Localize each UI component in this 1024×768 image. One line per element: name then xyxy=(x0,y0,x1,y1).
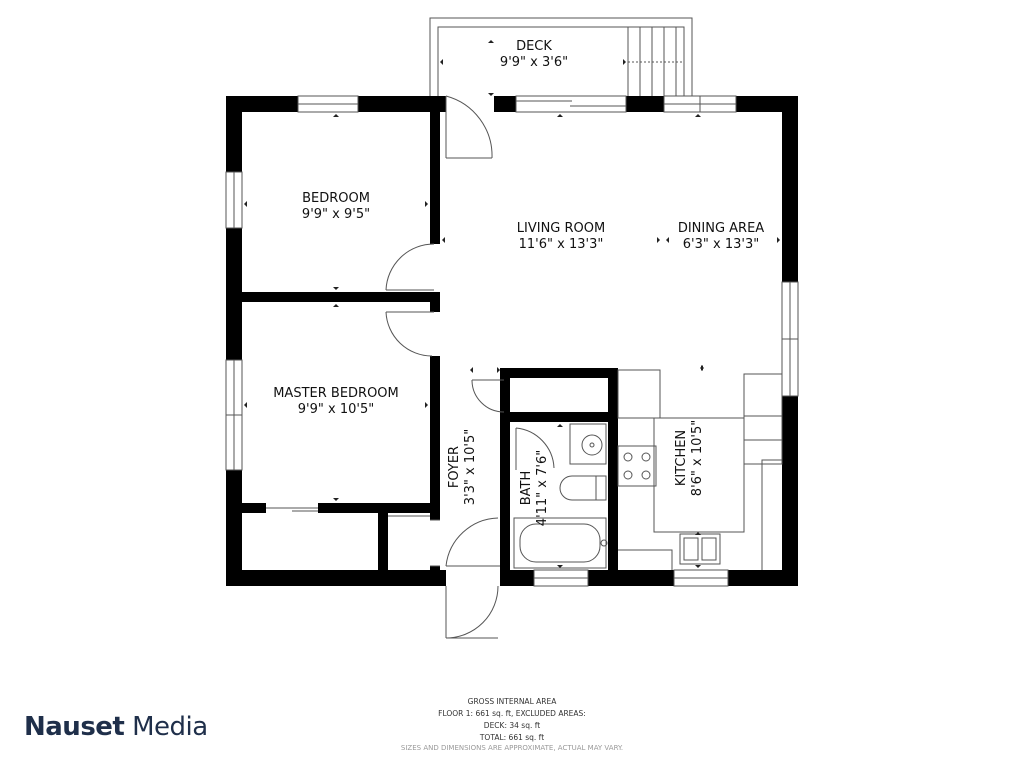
brand-name-bold: Nauset xyxy=(24,712,125,742)
exterior-walls xyxy=(226,96,798,586)
bedroom-label: BEDROOM xyxy=(302,191,370,206)
brand-logo: Nauset Media xyxy=(24,712,208,742)
disclaimer: SIZES AND DIMENSIONS ARE APPROXIMATE, AC… xyxy=(401,744,623,752)
closets xyxy=(388,515,440,567)
doors xyxy=(266,95,555,639)
area-heading: GROSS INTERNAL AREA xyxy=(468,697,558,706)
stove-icon xyxy=(617,445,657,487)
bedroom-dims: 9'9" x 9'5" xyxy=(302,207,370,222)
dining-area-dims: 6'3" x 13'3" xyxy=(683,237,759,252)
foyer-label: FOYER xyxy=(447,446,462,488)
toilet-icon xyxy=(559,475,597,501)
interior-walls xyxy=(242,96,618,586)
living-room-label: LIVING ROOM xyxy=(517,221,605,236)
area-total: TOTAL: 661 sq. ft xyxy=(479,733,544,742)
kitchen-dims: 8'6" x 10'5" xyxy=(690,420,705,496)
bathroom-fixtures xyxy=(513,423,608,569)
foyer-dims: 3'3" x 10'5" xyxy=(463,429,478,505)
kitchen-label: KITCHEN xyxy=(674,430,689,486)
windows xyxy=(225,95,799,587)
sink-icon xyxy=(581,434,603,456)
deck-dims: 9'9" x 3'6" xyxy=(500,55,568,70)
area-floor: FLOOR 1: 661 sq. ft, EXCLUDED AREAS: xyxy=(438,709,586,718)
bath-label: BATH xyxy=(519,471,534,506)
brand-name-light: Media xyxy=(124,712,208,742)
area-deck: DECK: 34 sq. ft xyxy=(484,721,540,730)
living-room-dims: 11'6" x 13'3" xyxy=(519,237,604,252)
bathtub-icon xyxy=(513,517,607,569)
bath-dims: 4'11" x 7'6" xyxy=(535,450,550,526)
deck-label: DECK xyxy=(516,39,552,54)
master-bedroom-label: MASTER BEDROOM xyxy=(273,386,399,401)
deck-outline xyxy=(429,17,693,96)
dimension-markers xyxy=(244,40,780,568)
master-bedroom-dims: 9'9" x 10'5" xyxy=(298,402,374,417)
dining-area-label: DINING AREA xyxy=(678,221,764,236)
